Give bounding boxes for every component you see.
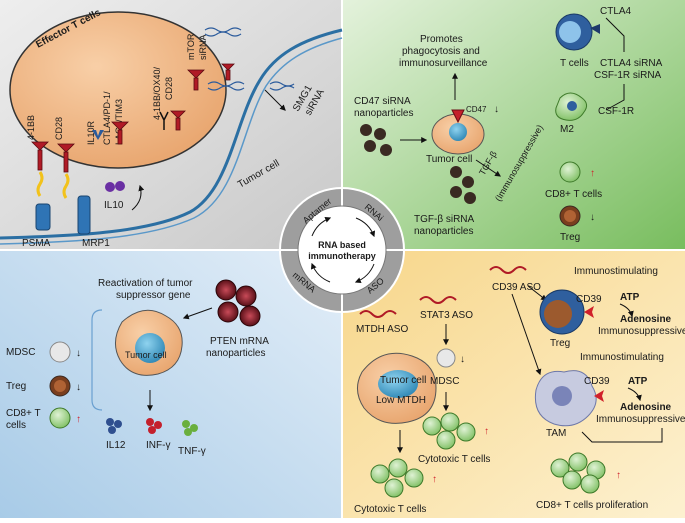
rnai-panel — [342, 0, 685, 250]
center-ring: RNA based immunotherapy Aptamer RNAi mRN… — [279, 187, 405, 313]
tumor-membrane — [0, 28, 343, 240]
pten-line2: nanoparticles — [206, 348, 265, 359]
ctla4-sirna: CTLA4 siRNA — [600, 58, 663, 69]
svg-text:↓: ↓ — [494, 104, 499, 115]
effector-t-cell — [9, 11, 227, 169]
aso-tumor-label: Tumor cell — [380, 375, 426, 386]
aso-section: MTDH ASO STAT3 ASO CD39 ASO Tumor cell L… — [354, 266, 685, 515]
svg-text:↑: ↑ — [616, 470, 621, 481]
cd39-2: CD39 — [584, 376, 610, 387]
mrna-tumor-label: Tumor cell — [125, 350, 167, 360]
psma-label: PSMA — [22, 238, 51, 249]
low-mtdh-label: Low MTDH — [376, 395, 426, 406]
atp2: ATP — [628, 376, 648, 387]
receptor-41bb: 4-1BB — [26, 115, 36, 140]
immunostim1: Immunostimulating — [574, 266, 658, 277]
cytotoxic1-label: Cytotoxic T cells — [354, 504, 426, 515]
svg-text:↓: ↓ — [460, 354, 465, 365]
receptor-ctla4: CTLA4/PD-1/ — [102, 91, 112, 145]
il12-label: IL12 — [106, 440, 126, 451]
rnai-tumor-label: Tumor cell — [426, 154, 472, 165]
mrna-section: Reactivation of tumor suppressor gene PT… — [6, 278, 269, 457]
mrna-cd8-line2: cells — [6, 420, 26, 431]
infg-label: INF-γ — [146, 440, 170, 451]
cd47-sirna-line2: nanoparticles — [354, 108, 413, 119]
reactivation-line2: suppressor gene — [116, 290, 191, 301]
m2-label: M2 — [560, 124, 574, 135]
receptor-cd28b: CD28 — [164, 77, 174, 100]
mtdh-aso: MTDH ASO — [356, 324, 408, 335]
receptor-ox40: 4-1BB/OX40/ — [152, 66, 162, 120]
pten-nanoparticles — [215, 279, 261, 327]
promotes-line1: Promotes — [420, 34, 463, 45]
csf1r-sirna: CSF-1R siRNA — [594, 70, 662, 81]
rnai-treg-label: Treg — [560, 232, 580, 243]
psma-receptor — [35, 203, 51, 231]
aso-mdsc-label: MDSC — [430, 376, 459, 387]
receptor-sirna: siRNA — [198, 34, 208, 60]
rnai-cd8-label: CD8+ T cells — [545, 189, 602, 200]
reactivation-line1: Reactivation of tumor — [98, 278, 193, 289]
cd47-nanoparticles — [360, 124, 392, 156]
svg-text:↑: ↑ — [432, 474, 437, 485]
mrp1-receptor — [77, 195, 91, 235]
cd8-proliferation-cells — [550, 452, 606, 494]
tgfb-sirna-line1: TGF-β siRNA — [414, 214, 475, 225]
pten-line1: PTEN mRNA — [210, 336, 269, 347]
immunosup1: Immunosuppressive — [598, 326, 685, 337]
svg-text:↑: ↑ — [484, 426, 489, 437]
aso-cytotoxic2 — [422, 412, 476, 450]
tcells-label: T cells — [560, 58, 589, 69]
cd47-sirna-line1: CD47 siRNA — [354, 96, 411, 107]
promotes-line3: immunosurveillance — [399, 58, 488, 69]
il10-label: IL10 — [104, 200, 124, 211]
tam-label: TAM — [546, 428, 566, 439]
svg-text:↑: ↑ — [590, 168, 595, 179]
receptor-mtor: mTOR — [186, 33, 196, 60]
aso-treg-label: Treg — [550, 338, 570, 349]
mrp1-label: MRP1 — [82, 238, 110, 249]
adenosine2: Adenosine — [620, 402, 672, 413]
promotes-line2: phagocytosis and — [402, 46, 480, 57]
cd47-label: CD47 — [466, 105, 487, 114]
cytotoxic2-label: Cytotoxic T cells — [418, 454, 490, 465]
immunosup2: Immunosuppressive — [596, 414, 685, 425]
immunostim2: Immunostimulating — [580, 352, 664, 363]
tgfb-nanoparticles — [450, 166, 476, 204]
mrna-cd8-line1: CD8+ T — [6, 408, 41, 419]
svg-text:↓: ↓ — [76, 382, 81, 393]
atp1: ATP — [620, 292, 640, 303]
tgfb-sirna-line2: nanoparticles — [414, 226, 473, 237]
csf1r-label: CSF-1R — [598, 106, 634, 117]
cd39-aso: CD39 ASO — [492, 282, 541, 293]
cd8-prolif-label: CD8+ T cells proliferation — [536, 500, 648, 511]
adenosine1: Adenosine — [620, 314, 672, 325]
mrna-treg-label: Treg — [6, 381, 26, 392]
ctla4-label: CTLA4 — [600, 6, 632, 17]
mrna-mdsc-label: MDSC — [6, 347, 35, 358]
center-title-line1: RNA based — [318, 240, 366, 250]
aso-cytotoxic1 — [370, 458, 424, 498]
cd39-1: CD39 — [576, 294, 602, 305]
receptor-il10r: IL10R — [86, 120, 96, 145]
tnfg-label: TNF-γ — [178, 446, 206, 457]
svg-text:↓: ↓ — [76, 348, 81, 359]
svg-text:↓: ↓ — [590, 212, 595, 223]
stat3-aso: STAT3 ASO — [420, 310, 473, 321]
aptamer-section: Effector T cells 4-1BB CD28 IL10R CTLA4/… — [0, 7, 343, 249]
receptor-cd28: CD28 — [54, 117, 64, 140]
svg-text:↑: ↑ — [76, 414, 81, 425]
center-title-line2: immunotherapy — [308, 251, 376, 261]
